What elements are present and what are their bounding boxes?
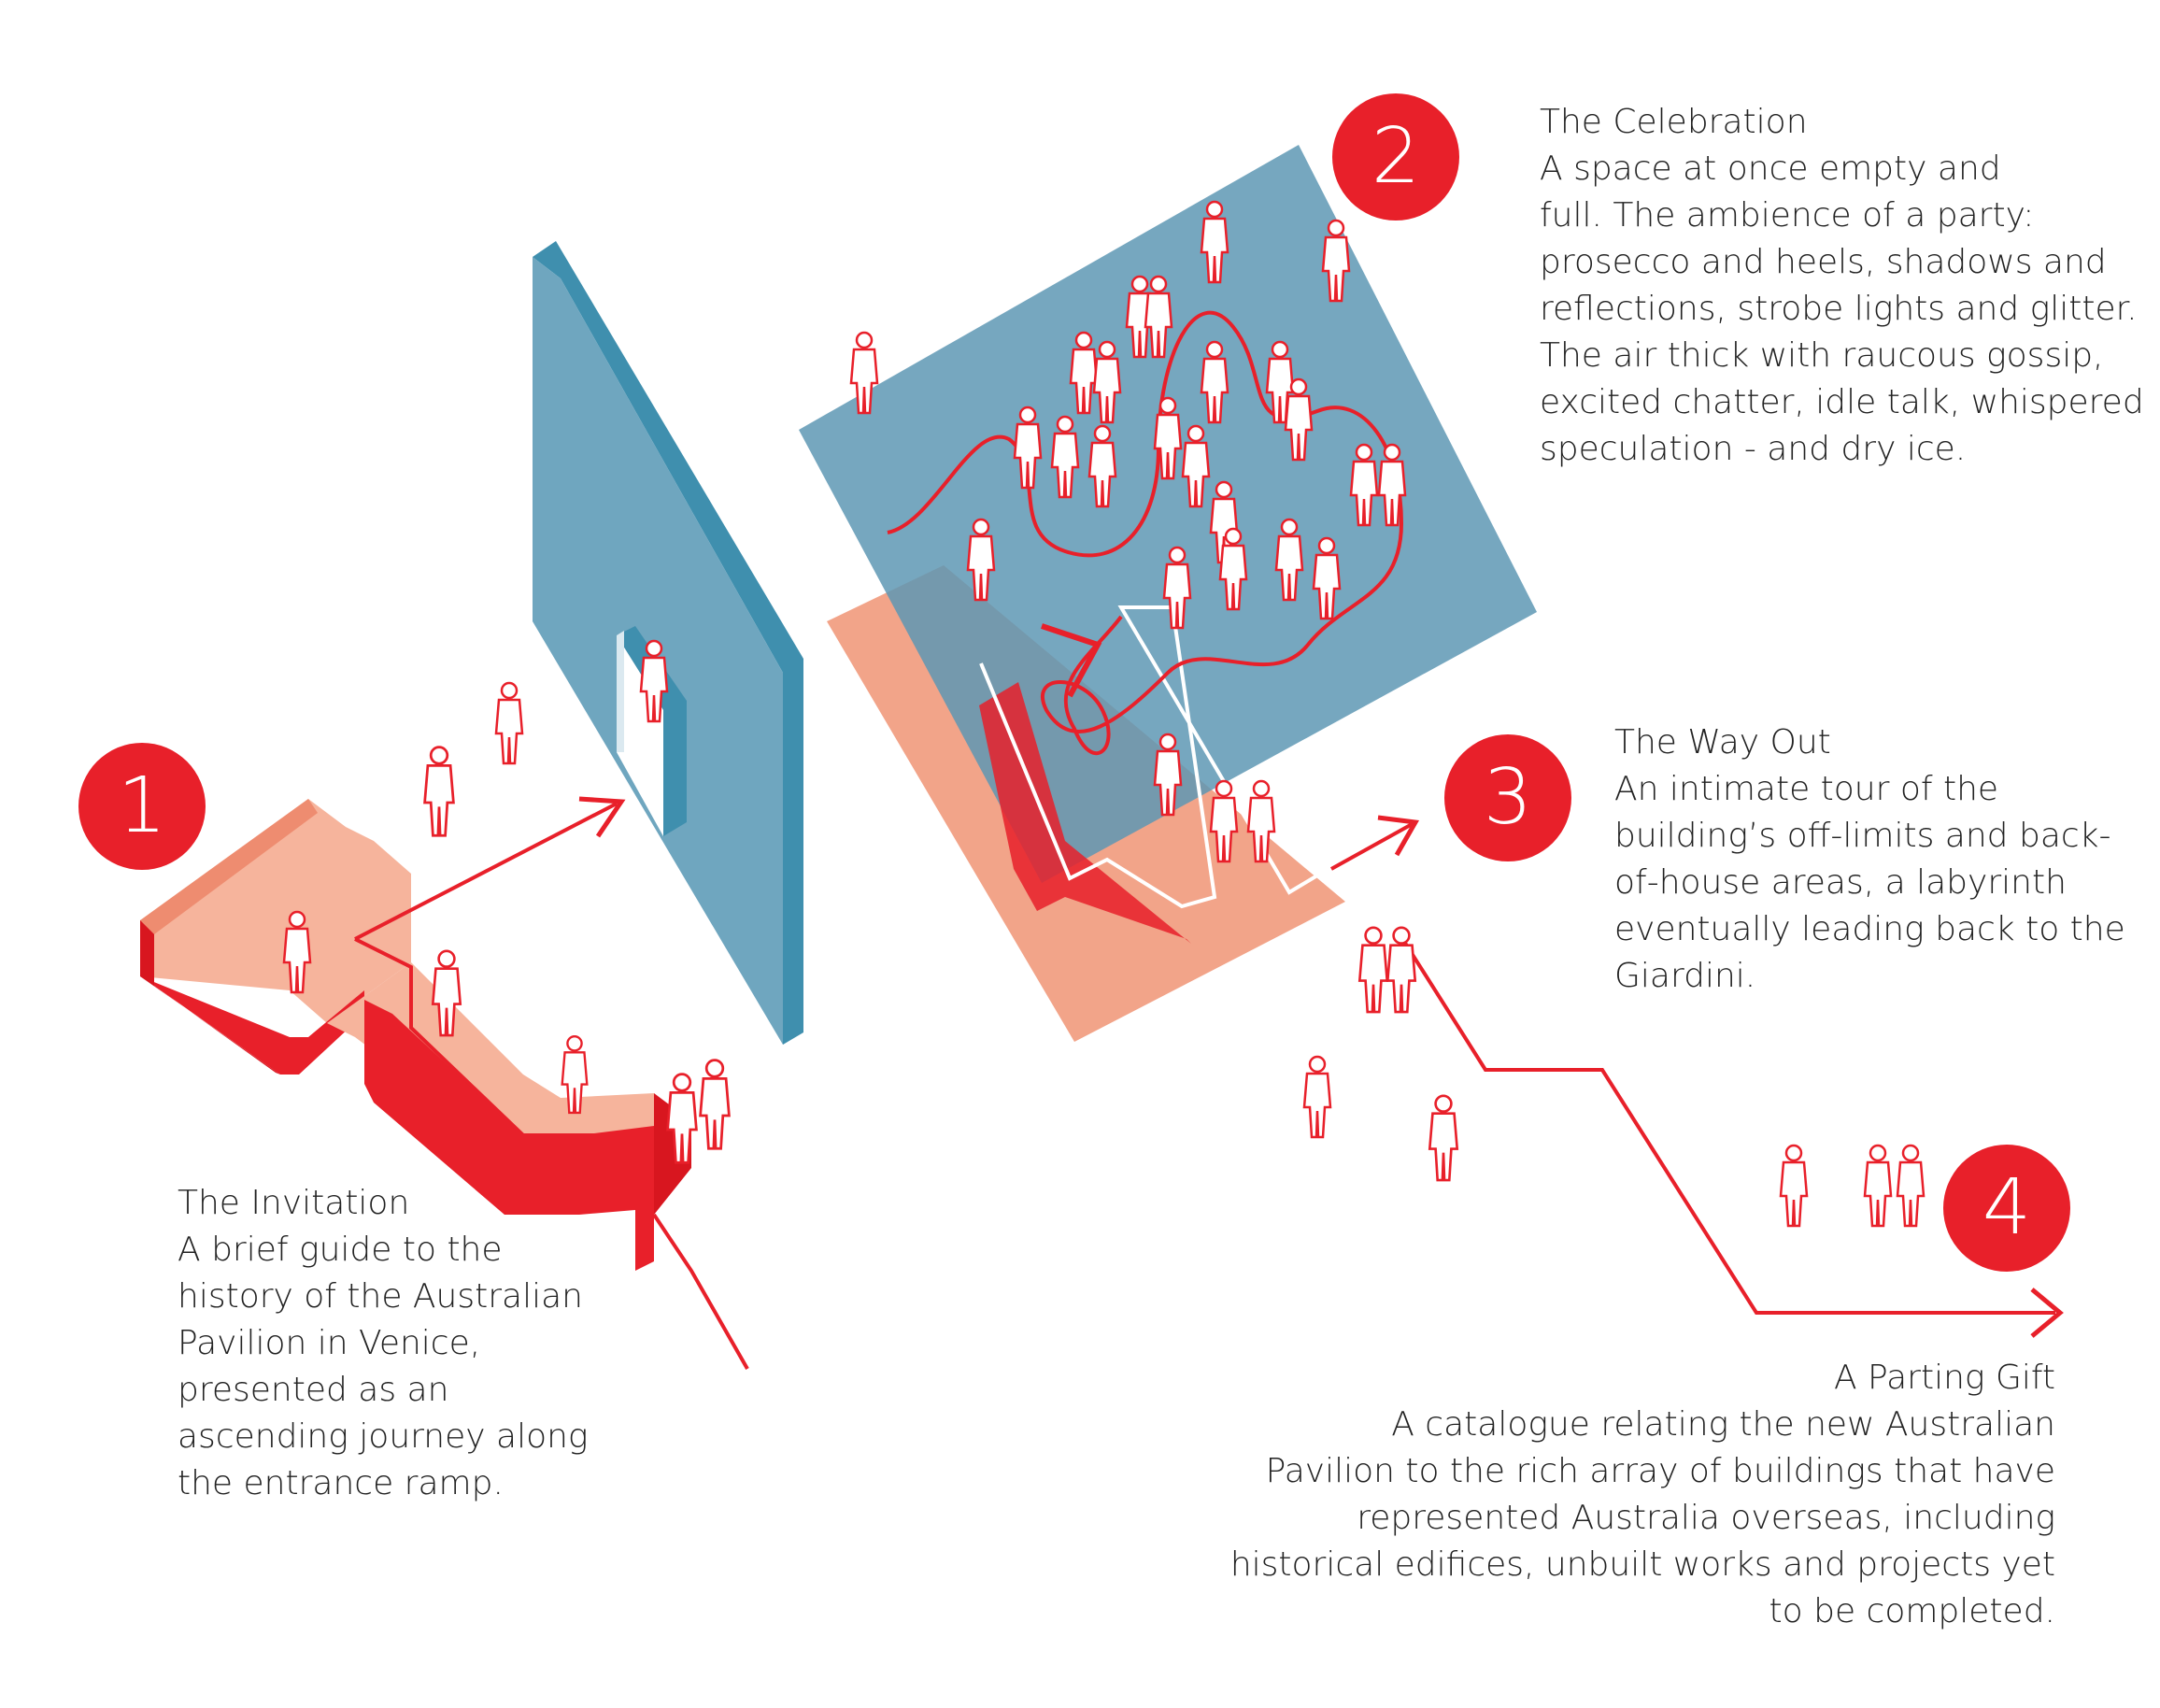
person-figure [1246,779,1276,863]
celebration-planes [799,145,1537,1042]
section-4-badge: 4 [1943,1145,2070,1272]
person-figure [1312,536,1342,620]
person-figure [1162,546,1192,630]
blue-wall [533,241,803,1045]
section-2-text: The Celebration A space at once empty an… [1540,99,2144,473]
person-figure [1863,1144,1893,1228]
person-figure [1428,1094,1459,1182]
person-figure [1377,443,1407,527]
section-2-title: The Celebration [1540,103,1808,141]
person-figure [282,910,312,994]
section-2-line: excited chatter, idle talk, whispered [1540,383,2144,421]
section-3-line: eventually leading back to the [1614,910,2125,948]
person-figure [1284,377,1314,462]
person-figure [699,1059,731,1150]
person-figure [666,1073,698,1164]
section-2-line: prosecco and heels, shadows and [1540,243,2107,281]
person-figure [1200,340,1229,424]
person-figure [561,1035,589,1115]
person-figure [1357,926,1389,1014]
person-figure [1209,779,1239,863]
section-1-line: Pavilion in Venice, [178,1324,481,1362]
section-3-line: Giardini. [1614,957,1756,995]
person-figure [966,518,996,602]
person-figure [1321,219,1351,303]
person-figure [1153,733,1183,817]
person-figure [639,639,669,723]
person-figure [1200,200,1229,284]
section-3-badge: 3 [1444,734,1571,861]
section-1-line: presented as an [178,1371,449,1409]
person-figure [1386,926,1417,1014]
section-4-line: represented Australia overseas, includin… [1357,1499,2055,1537]
person-figure [1896,1144,1926,1228]
section-2-line: speculation - and dry ice. [1540,430,1967,468]
exit-path [1395,928,2064,1338]
section-2-line: reflections, strobe lights and glitter. [1540,290,2138,328]
section-1-title: The Invitation [178,1184,410,1222]
section-1-text: The Invitation A brief guide to the hist… [178,1180,589,1507]
section-3-line: of-house areas, a labyrinth [1614,863,2067,902]
people-figures [282,200,1926,1228]
person-figure [1153,396,1183,480]
person-figure [1092,340,1122,424]
person-figure [1349,443,1379,527]
person-figure [1069,331,1099,415]
section-1-line: ascending journey along [178,1417,589,1456]
section-4-line: Pavilion to the rich array of buildings … [1265,1452,2055,1490]
section-4-line: A catalogue relating the new Australian [1391,1405,2055,1444]
person-figure [1218,527,1248,611]
section-4-text: A Parting Gift A catalogue relating the … [1230,1355,2055,1635]
section-2-badge: 2 [1332,93,1459,221]
person-figure [494,681,524,765]
section-3-text: The Way Out An intimate tour of the buil… [1614,719,2125,1000]
section-1-line: A brief guide to the [178,1231,503,1269]
section-3-line: building’s off-limits and back- [1614,817,2111,855]
person-figure [1013,406,1043,490]
person-figure [1144,275,1173,359]
person-figure [1302,1055,1332,1139]
section-2-line: A space at once empty and [1540,149,2001,188]
entrance-ramp [140,796,749,1370]
person-figure [1181,424,1211,508]
person-figure [1274,518,1304,602]
person-figure [423,746,455,837]
person-figure [1087,424,1117,508]
section-3-title: The Way Out [1614,723,1831,761]
person-figure [1779,1144,1809,1228]
section-4-line: to be completed. [1769,1592,2055,1630]
section-3-line: An intimate tour of the [1614,770,1999,808]
section-2-line: The air thick with raucous gossip, [1540,336,2104,375]
section-1-line: the entrance ramp. [178,1464,504,1502]
section-1-line: history of the Australian [178,1277,583,1316]
person-figure [849,331,879,415]
person-figure [431,949,462,1037]
section-1-badge: 1 [78,743,206,870]
section-4-title: A Parting Gift [1833,1359,2055,1397]
section-4-line: historical edifices, unbuilt works and p… [1229,1545,2055,1584]
section-2-line: full. The ambience of a party: [1540,196,2035,235]
person-figure [1050,415,1080,499]
